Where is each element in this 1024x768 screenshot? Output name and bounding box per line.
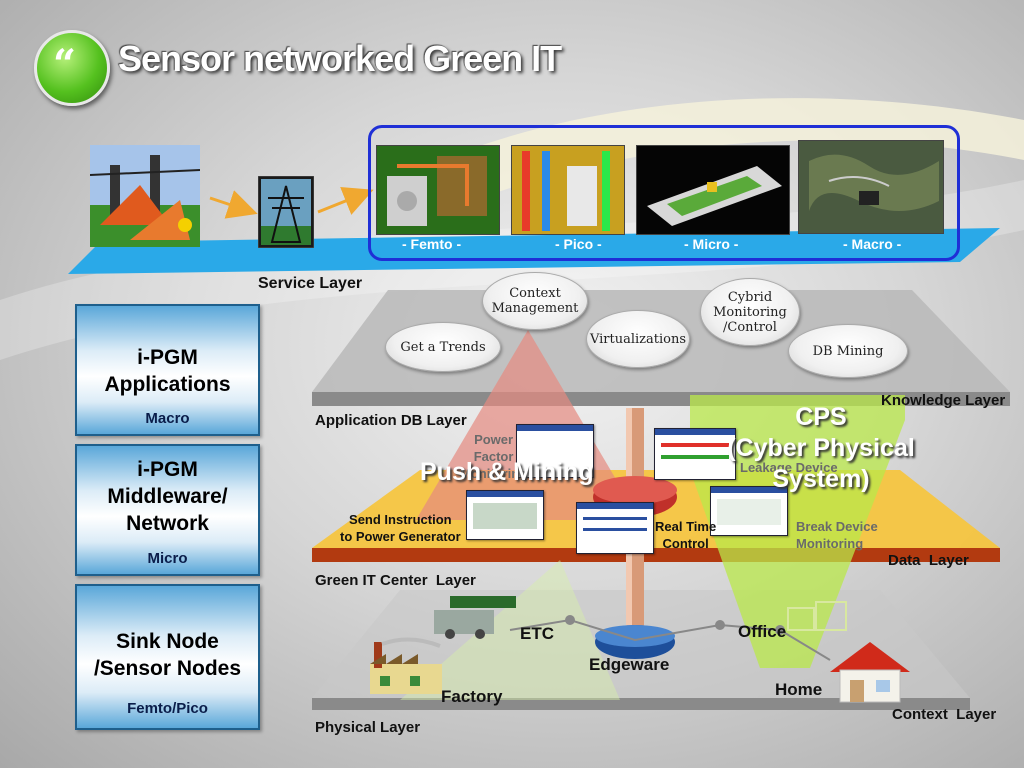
home-icon bbox=[830, 642, 910, 703]
pico-image bbox=[511, 145, 625, 235]
power-plant-image bbox=[90, 145, 200, 247]
oval-context-management: Context Management bbox=[482, 272, 588, 330]
oval-get-trends: Get a Trends bbox=[385, 322, 501, 372]
green-it-center-layer-label: Green IT Center Layer bbox=[315, 572, 476, 589]
physical-layer-label: Physical Layer bbox=[315, 719, 421, 736]
factory-label: Factory bbox=[441, 687, 503, 706]
scale-label-macro: - Macro - bbox=[843, 236, 902, 252]
oval-cybrid: Cybrid Monitoring /Control bbox=[700, 278, 800, 346]
oval-virtualizations: Virtualizations bbox=[586, 310, 690, 368]
side-box-middleware-title: i-PGM Middleware/ Network bbox=[107, 458, 228, 535]
leakage-device-label: Leakage Device bbox=[740, 460, 838, 475]
etc-label: ETC bbox=[520, 624, 554, 643]
data-layer-label: Data Layer bbox=[888, 552, 969, 569]
quote-logo-icon: “ bbox=[34, 30, 110, 106]
power-factor-label: Power Factor Monitoring bbox=[460, 432, 528, 481]
side-box-sensor-nodes-scale: Femto/Pico bbox=[127, 700, 208, 717]
cps-label: CPS (Cyber Physical System) bbox=[727, 403, 915, 493]
oval-db-mining: DB Mining bbox=[788, 324, 908, 378]
real-time-screen bbox=[576, 502, 654, 554]
break-device-label: Break Device Monitoring bbox=[796, 519, 878, 551]
side-box-middleware-scale: Micro bbox=[147, 550, 188, 567]
service-layer-label: Service Layer bbox=[258, 275, 363, 292]
side-box-sensor-nodes: Sink Node /Sensor Nodes Femto/Pico bbox=[75, 584, 260, 730]
scale-label-pico: - Pico - bbox=[555, 236, 602, 252]
knowledge-layer-label: Knowledge Layer bbox=[881, 392, 1006, 409]
send-instruction-label: Send Instruction to Power Generator bbox=[340, 512, 461, 544]
side-box-applications-title: i-PGM Applications bbox=[104, 346, 231, 396]
office-icon bbox=[787, 601, 847, 631]
side-box-applications: i-PGM Applications Macro bbox=[75, 304, 260, 436]
side-box-applications-scale: Macro bbox=[145, 410, 190, 427]
etc-machine-icon bbox=[434, 596, 516, 639]
home-label: Home bbox=[775, 680, 823, 699]
real-time-control-label: Real Time Control bbox=[655, 519, 717, 551]
scale-label-micro: - Micro - bbox=[684, 236, 739, 252]
service-scales-frame bbox=[368, 125, 960, 261]
send-instruction-screen bbox=[466, 490, 544, 540]
side-box-middleware: i-PGM Middleware/ Network Micro bbox=[75, 444, 260, 576]
break-device-screen bbox=[710, 486, 788, 536]
macro-image bbox=[798, 140, 944, 234]
page-title: Sensor networked Green IT bbox=[118, 38, 562, 79]
power-factor-screen bbox=[516, 424, 594, 478]
application-db-layer-label: Application DB Layer bbox=[315, 412, 467, 429]
factory-icon bbox=[370, 637, 442, 694]
side-box-sensor-nodes-title: Sink Node /Sensor Nodes bbox=[93, 630, 242, 680]
leakage-screen bbox=[654, 428, 736, 480]
scale-label-femto: - Femto - bbox=[402, 236, 462, 252]
transmission-tower-image bbox=[258, 176, 314, 248]
office-label: Office bbox=[738, 622, 787, 641]
edgeware-label: Edgeware bbox=[589, 655, 670, 674]
femto-image bbox=[376, 145, 500, 235]
context-layer-label: Context Layer bbox=[892, 706, 997, 723]
push-mining-label: Push & Mining bbox=[420, 458, 594, 486]
micro-image bbox=[636, 145, 790, 235]
